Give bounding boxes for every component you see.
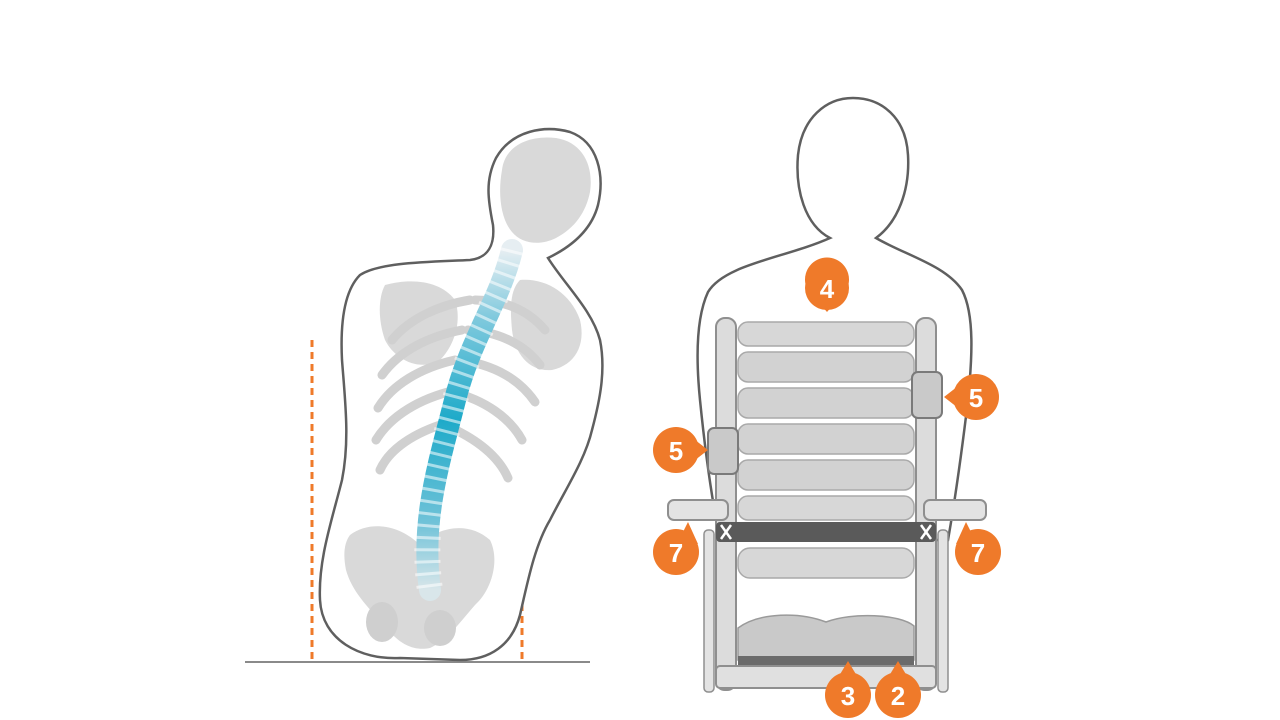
marker-label: 3	[841, 681, 855, 711]
belt-buckle-right-icon	[919, 524, 933, 540]
belt-buckle-left-icon	[719, 524, 733, 540]
seat-base	[738, 656, 914, 666]
marker-label: 5	[669, 436, 683, 466]
hip-socket-left	[366, 602, 398, 642]
marker-2-seat-cushion: 2	[875, 661, 921, 718]
marker-label: 4	[820, 274, 835, 304]
marker-5-lateral-support-left: 5	[653, 427, 708, 473]
side-frame-left	[703, 529, 715, 693]
armrest-left	[667, 499, 729, 521]
skull-icon	[500, 137, 591, 243]
lateral-support-left-pad	[707, 427, 739, 475]
marker-7-armrest-right: 7	[955, 522, 1001, 575]
marker-4-backrest-top: 4	[805, 257, 849, 312]
left-shoulder-blade	[379, 281, 458, 365]
marker-label: 2	[891, 681, 905, 711]
marker-3-seat-base: 3	[825, 661, 871, 718]
seated-person-chair-figure	[667, 96, 987, 693]
hip-socket-right	[424, 610, 456, 646]
lateral-support-right-pad	[911, 371, 943, 419]
marker-5-lateral-support-right: 5	[944, 374, 999, 420]
scoliosis-spine-figure	[245, 127, 604, 663]
marker-label: 7	[971, 538, 985, 568]
pelvic-belt	[716, 522, 936, 542]
marker-label: 5	[969, 383, 983, 413]
marker-7-armrest-left: 7	[653, 522, 699, 575]
side-frame-right	[937, 529, 949, 693]
armrest-right	[923, 499, 987, 521]
seat-cushion	[737, 614, 915, 661]
marker-label: 7	[669, 538, 683, 568]
spine-vertebrae	[414, 246, 525, 592]
backrest-slats	[737, 321, 915, 579]
